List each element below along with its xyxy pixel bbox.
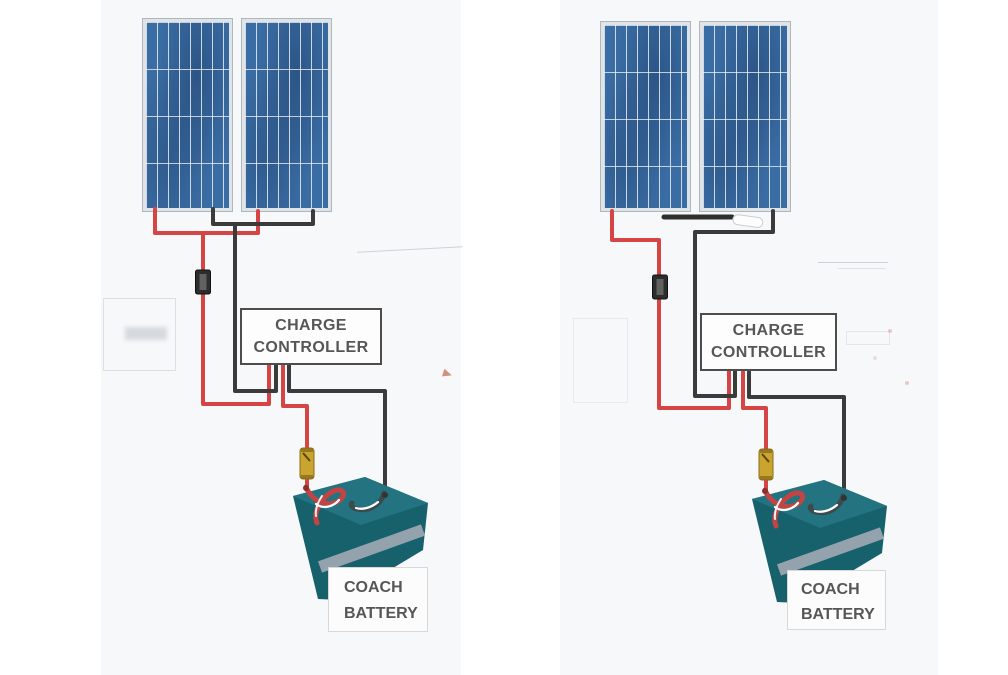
battery-label-line2: BATTERY (801, 606, 875, 623)
scan-smudge (125, 327, 167, 340)
scan-ghost-box (103, 298, 176, 371)
series-wiring-diagram (610, 209, 887, 603)
charge-controller-label-line2: CONTROLLER (710, 344, 827, 361)
parallel-wiring-diagram (153, 207, 428, 600)
scan-speck (905, 381, 909, 385)
inline-connector-window (199, 274, 207, 290)
charge-controller-box: CHARGE CONTROLLER (240, 308, 382, 365)
solar-panel (142, 18, 233, 212)
charge-controller-label-line1: CHARGE (275, 316, 347, 334)
negative-wire-to-controller (693, 209, 775, 398)
battery-label-line2: BATTERY (344, 605, 418, 622)
battery-label-line1: COACH (344, 579, 403, 596)
inline-fuse-icon (299, 447, 315, 480)
positive-wire-to-controller (201, 231, 271, 406)
scan-speck (888, 329, 892, 333)
solar-panel (600, 21, 691, 212)
fuse-cap (301, 475, 313, 479)
negative-wire-to-battery (287, 363, 387, 498)
fuse-cap (760, 449, 772, 453)
positive-wire-to-controller (610, 209, 731, 410)
scan-stray-line (838, 268, 886, 269)
negative-parallel-bus-wire (211, 207, 315, 226)
scan-stray-line (818, 262, 888, 263)
battery-label-line1: COACH (801, 581, 860, 598)
charge-controller-label-line1: CHARGE (732, 322, 805, 339)
coach-battery-label: COACH BATTERY (787, 570, 886, 630)
inline-fuse-icon (758, 448, 774, 481)
fuse-mark (761, 453, 770, 463)
scan-ghost-box (846, 331, 890, 345)
fuse-mark (302, 452, 311, 462)
solar-panel (699, 21, 791, 212)
charge-controller-box: CHARGE CONTROLLER (700, 313, 837, 371)
negative-wire-to-controller (233, 222, 278, 393)
negative-wire-to-battery (747, 369, 846, 500)
charge-controller-label-line2: CONTROLLER (253, 338, 369, 356)
scan-speck (873, 356, 877, 360)
scan-ghost-box (573, 318, 628, 403)
positive-parallel-bus-wire (153, 207, 260, 235)
fuse-cap (760, 476, 772, 480)
jumper-sleeve (732, 214, 764, 228)
solar-panel (241, 18, 332, 212)
fuse-cap (301, 448, 313, 452)
coach-battery-label: COACH BATTERY (328, 567, 428, 632)
inline-connector-window (656, 279, 664, 295)
